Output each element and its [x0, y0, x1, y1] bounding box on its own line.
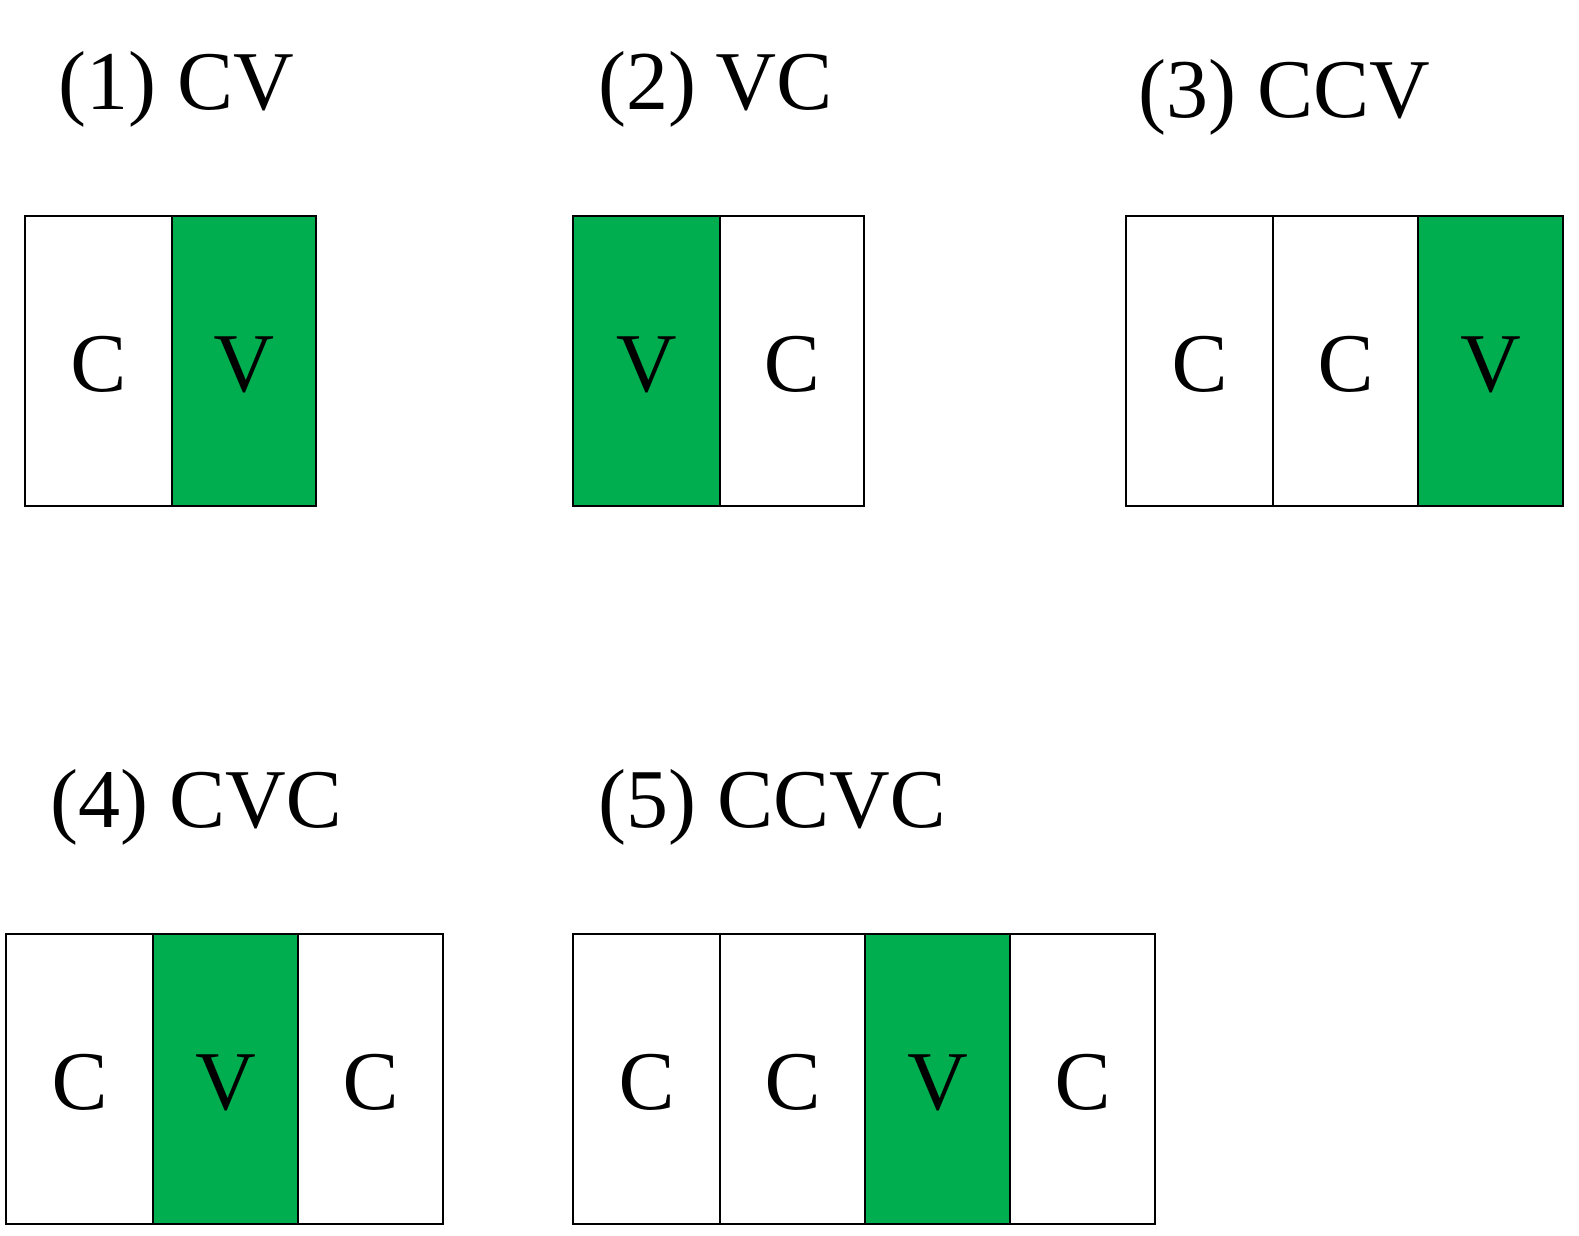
- pattern-label-4: (4) CVC: [50, 753, 342, 846]
- segment-letter: C: [764, 1034, 821, 1128]
- consonant-cell: C: [1009, 935, 1154, 1223]
- segment-letter: V: [1460, 316, 1521, 410]
- pattern-label-5: (5) CCVC: [598, 753, 946, 846]
- consonant-cell: C: [26, 217, 171, 505]
- consonant-cell: C: [7, 935, 152, 1223]
- syllable-strip-2: V C: [572, 215, 865, 507]
- consonant-cell: C: [574, 935, 719, 1223]
- consonant-cell: C: [1272, 217, 1417, 505]
- pattern-label-1: (1) CV: [58, 35, 294, 128]
- segment-letter: C: [342, 1034, 399, 1128]
- segment-letter: V: [615, 316, 677, 410]
- segment-letter: C: [618, 1034, 675, 1128]
- segment-letter: C: [1054, 1034, 1111, 1128]
- syllable-strip-1: C V: [24, 215, 317, 507]
- vowel-cell: V: [170, 217, 315, 505]
- segment-letter: V: [213, 316, 275, 410]
- pattern-label-3: (3) CCV: [1138, 43, 1430, 136]
- syllable-strip-3: C C V: [1125, 215, 1564, 507]
- syllable-strip-5: C C V C: [572, 933, 1156, 1225]
- segment-letter: V: [907, 1034, 968, 1128]
- segment-letter: C: [1171, 316, 1228, 410]
- vowel-cell: V: [152, 935, 297, 1223]
- segment-letter: C: [70, 316, 127, 410]
- vowel-cell: V: [1417, 217, 1562, 505]
- vowel-cell: V: [574, 217, 719, 505]
- segment-letter: V: [195, 1034, 256, 1128]
- syllable-strip-4: C V C: [5, 933, 444, 1225]
- vowel-cell: V: [864, 935, 1009, 1223]
- segment-letter: C: [51, 1034, 108, 1128]
- segment-letter: C: [1317, 316, 1374, 410]
- consonant-cell: C: [1127, 217, 1272, 505]
- segment-letter: C: [763, 316, 820, 410]
- consonant-cell: C: [718, 217, 863, 505]
- consonant-cell: C: [297, 935, 442, 1223]
- consonant-cell: C: [719, 935, 864, 1223]
- pattern-label-2: (2) VC: [598, 35, 833, 128]
